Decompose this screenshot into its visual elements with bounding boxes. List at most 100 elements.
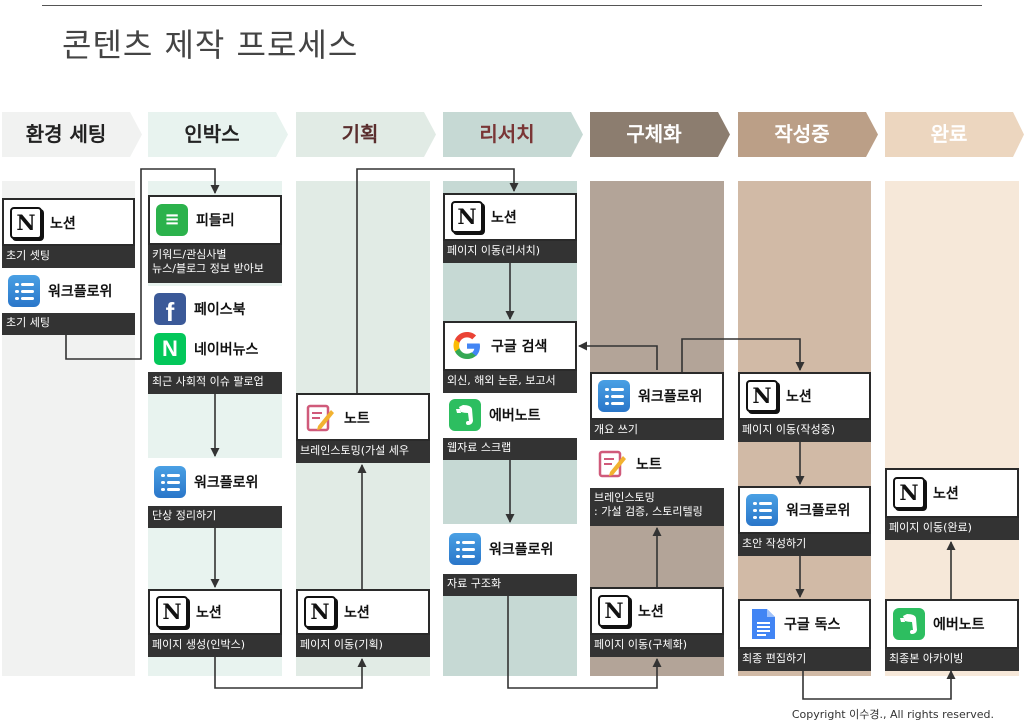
notion-icon: N (451, 201, 483, 233)
card-setup-notion: N 노션 (2, 198, 135, 246)
workflowy-icon (598, 380, 630, 412)
stage-banner (443, 112, 583, 157)
card-caption: 자료 구조화 (443, 574, 577, 596)
card-name: 페이스북 (194, 302, 246, 318)
card-caption: 브레인스토밍(가설 세우 (296, 441, 430, 463)
column-done (885, 181, 1019, 676)
card-name: 노션 (786, 389, 812, 405)
card-name: 구글 검색 (491, 339, 548, 355)
card-name: 노션 (491, 210, 517, 226)
card-name: 노트 (636, 457, 662, 473)
notion-icon: N (304, 596, 336, 628)
caption-line: : 가설 검증, 스토리텔링 (594, 505, 703, 518)
stage-label: 리서치 (479, 122, 535, 146)
google-docs-icon (750, 608, 776, 640)
card-concrete-notion: N 노션 (590, 587, 724, 635)
card-name: 네이버뉴스 (194, 342, 259, 358)
evernote-icon (449, 399, 481, 431)
facebook-icon: f (154, 293, 186, 325)
note-pencil-icon (596, 448, 628, 480)
card-research-notion: N 노션 (443, 193, 577, 241)
card-caption: 최종 편집하기 (738, 649, 871, 671)
card-research-google: 구글 검색 (443, 321, 577, 371)
card-name: 워크플로위 (489, 542, 554, 558)
card-inbox-notion: N 노션 (148, 589, 282, 635)
top-divider (42, 5, 982, 6)
stage-done: 완료 (885, 112, 1024, 157)
notion-icon: N (156, 596, 188, 628)
card-caption: 페이지 이동(구체화) (590, 635, 724, 657)
stage-banner (590, 112, 730, 157)
stage-planning: 기획 (296, 112, 436, 157)
card-name: 노션 (344, 605, 370, 621)
card-name: 워크플로위 (638, 389, 703, 405)
stage-label: 환경 세팅 (25, 122, 107, 146)
caption-line: 브레인스토밍 (594, 491, 655, 504)
stage-inbox: 인박스 (148, 112, 288, 157)
feedly-icon: ≡ (156, 204, 188, 236)
card-inbox-feedly: ≡ 피들리 (148, 195, 282, 245)
card-plan-notion: N 노션 (296, 589, 430, 635)
card-caption: 개요 쓰기 (590, 420, 724, 440)
card-inbox-workflowy: 워크플로위 (148, 458, 282, 506)
stage-banner (2, 112, 142, 157)
card-plan-note: 노트 (296, 393, 430, 441)
evernote-icon (893, 608, 925, 640)
card-name: 구글 독스 (784, 617, 841, 633)
card-name: 에버노트 (489, 408, 541, 424)
card-caption: 페이지 이동(작성중) (738, 420, 871, 442)
card-done-evernote: 에버노트 (885, 599, 1019, 649)
card-research-workflowy: 워크플로위 (443, 524, 577, 574)
notion-icon: N (10, 207, 42, 239)
stage-label: 완료 (930, 122, 968, 146)
card-caption: 초기 세팅 (2, 313, 135, 335)
notion-icon: N (893, 477, 925, 509)
card-concrete-note: 노트 (590, 440, 724, 488)
card-research-evernote: 에버노트 (443, 393, 577, 438)
card-name: 워크플로위 (194, 475, 259, 491)
workflowy-icon (449, 533, 481, 565)
workflowy-icon (154, 466, 186, 498)
stage-concretize: 구체화 (590, 112, 730, 157)
stage-label: 인박스 (184, 122, 240, 146)
card-name: 노션 (638, 604, 664, 620)
caption-line: 키워드/관심사별 (152, 248, 227, 261)
card-name: 워크플로위 (48, 284, 113, 300)
card-writing-notion: N 노션 (738, 372, 871, 420)
stage-banner (148, 112, 288, 157)
card-caption: 외신, 해외 논문, 보고서 (443, 371, 577, 393)
card-name: 워크플로위 (786, 503, 851, 519)
stage-setup: 환경 세팅 (2, 112, 142, 157)
card-inbox-social: f 페이스북 N 네이버뉴스 (148, 286, 282, 372)
naver-icon: N (154, 333, 186, 365)
copyright-text: Copyright 이수경., All rights reserved. (791, 708, 994, 721)
stage-research: 리서치 (443, 112, 583, 157)
card-done-notion: N 노션 (885, 468, 1019, 518)
card-caption: 페이지 이동(기획) (296, 635, 430, 657)
card-caption: 웹자료 스크랩 (443, 438, 577, 460)
workflowy-icon (746, 494, 778, 526)
card-name: 에버노트 (933, 617, 985, 633)
stage-label: 작성중 (774, 122, 830, 146)
card-concrete-workflowy: 워크플로위 (590, 372, 724, 420)
stage-banner (738, 112, 878, 157)
page-title: 콘텐츠 제작 프로세스 (62, 26, 359, 64)
workflowy-icon (8, 275, 40, 307)
google-icon (451, 330, 483, 362)
stage-writing: 작성중 (738, 112, 878, 157)
card-name: 노션 (933, 486, 959, 502)
card-caption: 페이지 이동(완료) (885, 518, 1019, 540)
caption-line: 뉴스/블로그 정보 받아보 (152, 262, 264, 275)
card-caption: 브레인스토밍 : 가설 검증, 스토리텔링 (590, 488, 724, 526)
card-caption: 페이지 생성(인박스) (148, 635, 282, 657)
card-name: 피들리 (196, 213, 235, 229)
card-writing-gdocs: 구글 독스 (738, 599, 871, 649)
card-caption: 단상 정리하기 (148, 506, 282, 528)
notion-icon: N (746, 380, 778, 412)
card-name: 노션 (50, 216, 76, 232)
card-caption: 최근 사회적 이슈 팔로업 (148, 372, 282, 394)
note-pencil-icon (304, 402, 336, 434)
notion-icon: N (598, 595, 630, 627)
card-caption: 페이지 이동(리서치) (443, 241, 577, 263)
card-caption: 키워드/관심사별 뉴스/블로그 정보 받아보 (148, 245, 282, 283)
